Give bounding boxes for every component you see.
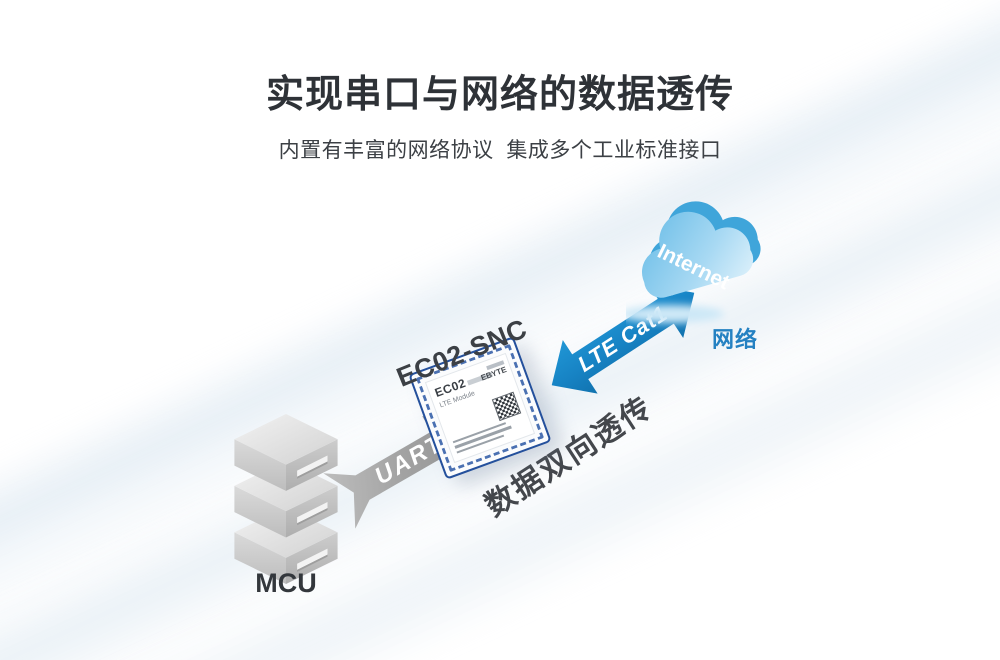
mcu-label: MCU xyxy=(255,568,317,598)
cloud-shape xyxy=(641,201,761,298)
network-label: 网络 xyxy=(711,327,758,352)
cloud-shadow xyxy=(626,305,724,323)
page-subtitle: 内置有丰富的网络协议 集成多个工业标准接口 xyxy=(278,139,722,162)
mcu-stack-icon xyxy=(234,414,338,584)
page-title: 实现串口与网络的数据透传 xyxy=(265,74,734,116)
internet-cloud-icon: Internet xyxy=(626,201,761,323)
qr-code-icon xyxy=(491,391,522,422)
